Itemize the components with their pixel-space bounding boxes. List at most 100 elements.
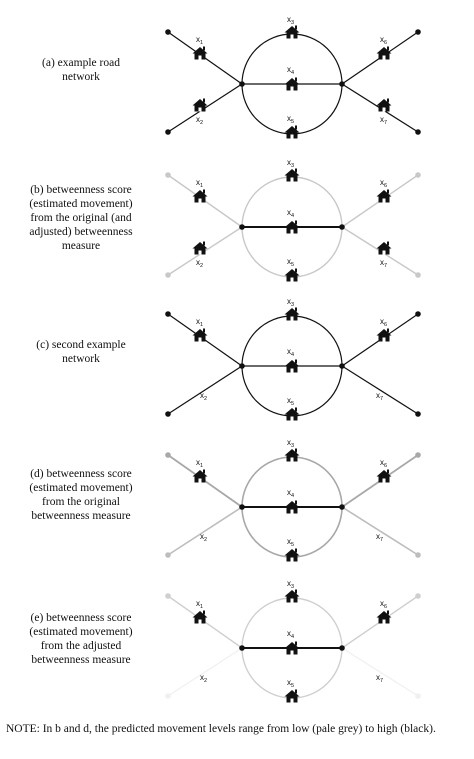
- road-x2: [167, 506, 243, 556]
- label-x7: x7: [376, 391, 383, 402]
- node-end-x1: [165, 311, 171, 317]
- house-x4-icon: [284, 500, 300, 514]
- caption-line: adjusted) betweenness: [29, 226, 133, 238]
- node-end-x7: [415, 693, 421, 699]
- label-x1: x1: [196, 178, 203, 189]
- node-end-x2: [165, 272, 171, 278]
- node-junction-right: [339, 363, 345, 369]
- house-x2-icon: [192, 98, 208, 112]
- label-x7: x7: [376, 532, 383, 543]
- house-x2-icon: [192, 241, 208, 255]
- node-end-x1: [165, 452, 171, 458]
- house-x5-icon: [284, 125, 300, 139]
- house-x5-icon: [284, 268, 300, 282]
- house-x7-icon: [376, 241, 392, 255]
- caption-line: measure: [61, 240, 101, 252]
- panel-caption: (e) betweenness score (estimated movement…: [6, 611, 156, 667]
- panel-caption: (a) example road network: [6, 56, 156, 84]
- house-x1-icon: [192, 189, 208, 203]
- node-end-x7: [415, 129, 421, 135]
- house-x3-icon: [284, 448, 300, 462]
- road-x3: [241, 315, 343, 367]
- label-x3: x3: [287, 297, 294, 308]
- house-x5-icon: [284, 548, 300, 562]
- node-end-x6: [415, 452, 421, 458]
- label-x6: x6: [380, 178, 387, 189]
- node-end-x6: [415, 311, 421, 317]
- label-x7: x7: [376, 673, 383, 684]
- road-x3: [241, 597, 343, 649]
- node-end-x6: [415, 29, 421, 35]
- house-x3-icon: [284, 168, 300, 182]
- node-end-x1: [165, 593, 171, 599]
- house-x6-icon: [376, 610, 392, 624]
- caption-line: (e) betweenness score: [30, 612, 132, 624]
- label-x5: x5: [287, 537, 294, 548]
- node-end-x7: [415, 411, 421, 417]
- label-x1: x1: [196, 317, 203, 328]
- label-x6: x6: [380, 599, 387, 610]
- house-x3-icon: [284, 589, 300, 603]
- house-x6-icon: [376, 469, 392, 483]
- label-x6: x6: [380, 458, 387, 469]
- label-x2: x2: [196, 115, 203, 126]
- label-x3: x3: [287, 579, 294, 590]
- house-x3-icon: [284, 307, 300, 321]
- node-junction-left: [239, 645, 245, 651]
- road-x3: [241, 176, 343, 228]
- label-x7: x7: [380, 258, 387, 269]
- label-x5: x5: [287, 678, 294, 689]
- road-x3: [241, 456, 343, 508]
- label-x3: x3: [287, 438, 294, 449]
- label-x1: x1: [196, 458, 203, 469]
- node-junction-right: [339, 645, 345, 651]
- node-junction-left: [239, 81, 245, 87]
- label-x6: x6: [380, 317, 387, 328]
- house-x4-icon: [284, 77, 300, 91]
- label-x2: x2: [200, 391, 207, 402]
- node-junction-left: [239, 224, 245, 230]
- node-end-x7: [415, 552, 421, 558]
- label-x7: x7: [380, 115, 387, 126]
- caption-line: (estimated movement): [29, 626, 133, 638]
- house-x5-icon: [284, 689, 300, 703]
- caption-line: (estimated movement): [29, 482, 133, 494]
- label-x2: x2: [200, 532, 207, 543]
- caption-line: network: [62, 71, 100, 83]
- road-x7: [341, 365, 419, 415]
- house-x4-icon: [284, 220, 300, 234]
- label-x1: x1: [196, 35, 203, 46]
- caption-line: (a) example road: [42, 57, 120, 69]
- road-x7: [341, 647, 419, 697]
- node-junction-right: [339, 81, 345, 87]
- label-x5: x5: [287, 396, 294, 407]
- node-end-x2: [165, 129, 171, 135]
- house-x1-icon: [192, 328, 208, 342]
- node-junction-right: [339, 224, 345, 230]
- caption-line: from the adjusted: [40, 640, 122, 652]
- caption-line: betweenness measure: [31, 654, 131, 666]
- node-end-x2: [165, 411, 171, 417]
- label-x3: x3: [287, 15, 294, 26]
- house-x4-icon: [284, 359, 300, 373]
- node-junction-left: [239, 504, 245, 510]
- caption-line: (estimated movement): [29, 198, 133, 210]
- house-x1-icon: [192, 469, 208, 483]
- road-x3: [241, 33, 343, 85]
- node-end-x6: [415, 172, 421, 178]
- house-x6-icon: [376, 328, 392, 342]
- house-x5-icon: [284, 407, 300, 421]
- footnote: NOTE: In b and d, the predicted movement…: [6, 723, 436, 735]
- caption-line: betweenness measure: [31, 510, 131, 522]
- node-end-x1: [165, 29, 171, 35]
- label-x2: x2: [196, 258, 203, 269]
- label-x5: x5: [287, 114, 294, 125]
- panel-d: (d) betweenness score(estimated movement…: [0, 437, 474, 565]
- node-end-x6: [415, 593, 421, 599]
- label-x2: x2: [200, 673, 207, 684]
